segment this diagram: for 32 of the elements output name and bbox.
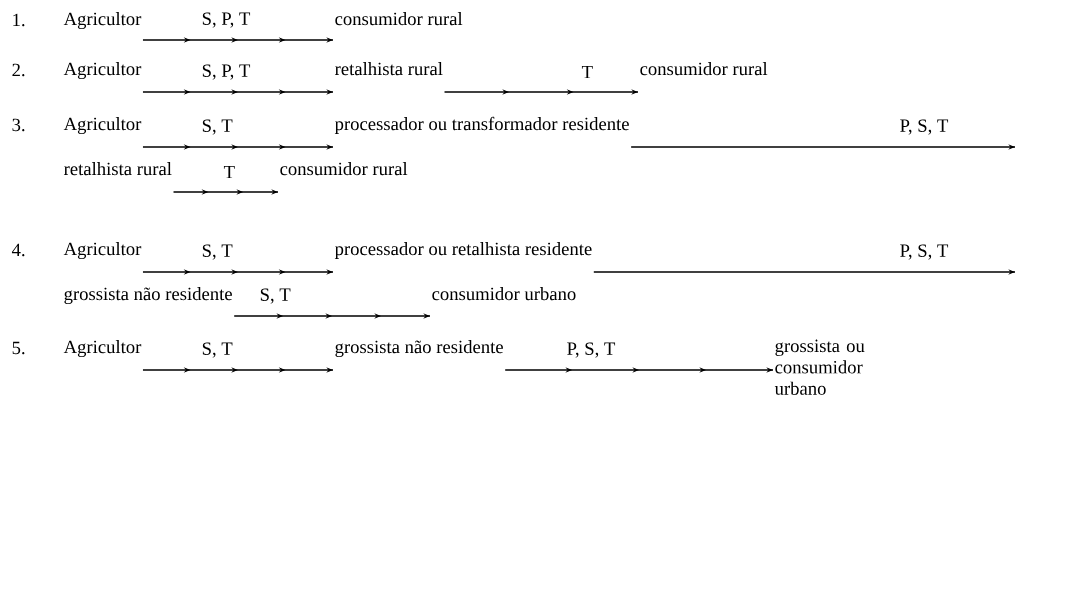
actor-text: Agricultor [63,242,142,260]
list-number: 2. [12,63,25,77]
edge-label: S, T [202,342,233,358]
actor-text: grossista não residente [335,340,503,358]
actor-text: consumidor rural [280,162,408,176]
actor-text: consumidor rural [640,62,768,76]
actor-text: processador ou transformador residente [334,116,629,134]
list-number: 5. [12,341,25,355]
edge-label: P, S, T [900,119,949,135]
actor-text: Agricultor [63,62,142,80]
edge-label: P, S, T [900,244,949,260]
actor-text: Agricultor [63,12,142,30]
edge-label: S, T [202,119,233,135]
edge-label: S, P, T [202,12,251,28]
actor-text: retalhista rural [335,62,443,76]
list-number: 1. [13,13,25,27]
actor-text: consumidor rural [335,12,463,26]
edge-label: T [581,65,593,79]
edge-label: P, S, T [567,342,616,358]
edge-label: S, P, T [202,64,251,80]
list-number: 4. [11,243,25,257]
actor-text: Agricultor [63,340,142,358]
actor-text: grossista ou consumidor urbano [774,339,865,395]
list-number: 3. [12,118,25,132]
actor-text: processador ou retalhista residente [334,242,592,259]
actor-text: grossista não residente [64,287,232,305]
edge-label: S, T [202,244,233,260]
edge-label: S, T [260,288,291,304]
edge-label: T [223,165,235,179]
actor-text: Agricultor [63,117,142,135]
actor-text: consumidor urbano [432,287,576,301]
actor-text: retalhista rural [64,162,172,176]
